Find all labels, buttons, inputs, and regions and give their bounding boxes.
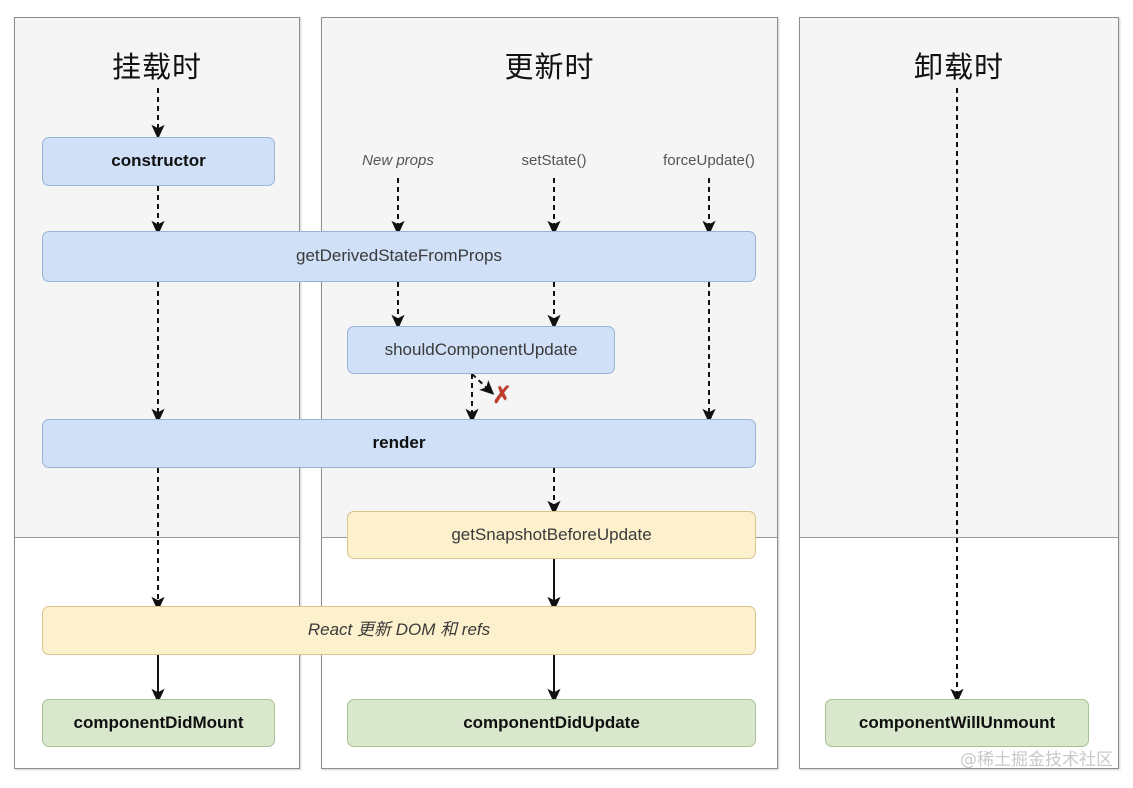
column-title-updating: 更新时 xyxy=(504,50,595,84)
box-constructor[interactable]: constructor xyxy=(42,137,275,186)
trigger-label-new-props: New props xyxy=(362,152,434,169)
column-title-unmounting: 卸载时 xyxy=(913,50,1004,84)
box-get-snapshot-before-update[interactable]: getSnapshotBeforeUpdate xyxy=(347,511,756,559)
box-should-component-update[interactable]: shouldComponentUpdate xyxy=(347,326,615,374)
box-component-did-mount[interactable]: componentDidMount xyxy=(42,699,275,747)
box-component-will-unmount[interactable]: componentWillUnmount xyxy=(825,699,1089,747)
trigger-label-set-state: setState() xyxy=(521,152,587,169)
box-component-did-update[interactable]: componentDidUpdate xyxy=(347,699,756,747)
box-render[interactable]: render xyxy=(42,419,756,468)
box-get-derived-state-from-props[interactable]: getDerivedStateFromProps xyxy=(42,231,756,282)
skip-render-x-icon: ✗ xyxy=(492,382,513,409)
watermark: @稀土掘金技术社区 xyxy=(960,750,1113,770)
trigger-label-force-update: forceUpdate() xyxy=(663,152,755,169)
column-title-mounting: 挂载时 xyxy=(111,50,202,84)
box-react-updates-dom-and-refs[interactable]: React 更新 DOM 和 refs xyxy=(42,606,756,655)
